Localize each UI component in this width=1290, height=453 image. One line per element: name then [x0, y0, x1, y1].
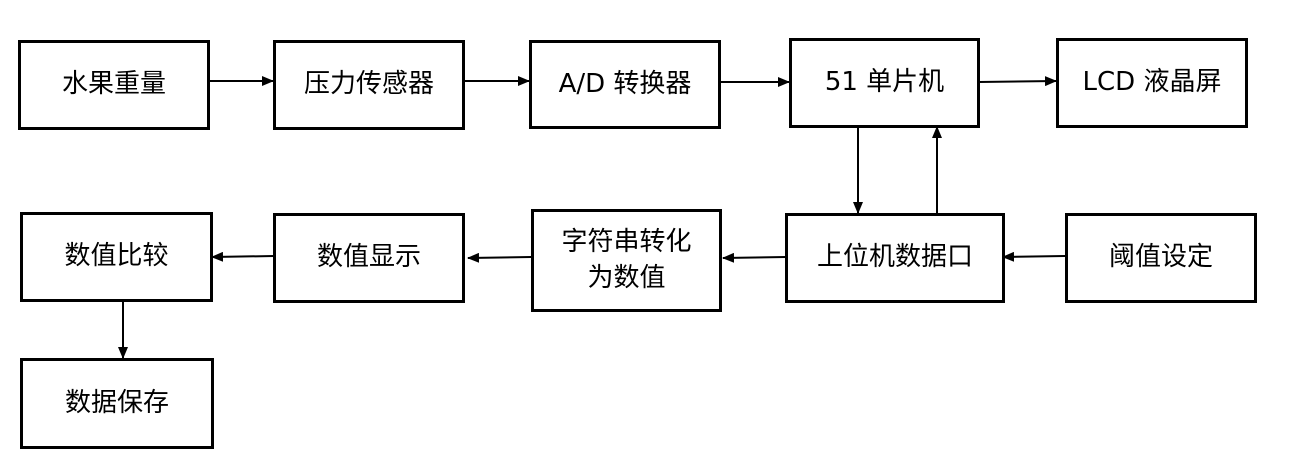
- node-string-to-value-line2: 为数值: [587, 262, 666, 293]
- node-pressure-sensor-label: 压力传感器: [303, 69, 434, 100]
- node-host-data-port-label: 上位机数据口: [816, 242, 973, 273]
- node-host-data-port: 上位机数据口: [785, 213, 1005, 303]
- node-data-save: 数据保存: [20, 358, 214, 449]
- node-mcu-51-label: 51 单片机: [824, 67, 945, 98]
- node-pressure-sensor: 压力传感器: [273, 40, 465, 130]
- node-value-display: 数值显示: [273, 213, 465, 303]
- node-threshold-setting: 阈值设定: [1065, 213, 1257, 303]
- node-lcd-screen: LCD 液晶屏: [1056, 38, 1248, 128]
- node-string-to-value-text: 字符串转化 为数值: [561, 225, 691, 295]
- edge-display-to-compare: [211, 251, 275, 262]
- node-mcu-51: 51 单片机: [789, 38, 980, 128]
- node-string-to-value: 字符串转化 为数值: [531, 209, 722, 312]
- node-value-compare: 数值比较: [20, 212, 213, 302]
- edge-mcu-to-lcd: [978, 76, 1057, 87]
- node-string-to-value-line1: 字符串转化: [561, 227, 692, 258]
- node-data-save-label: 数据保存: [64, 387, 169, 418]
- node-value-compare-label: 数值比较: [64, 241, 169, 272]
- node-lcd-screen-label: LCD 液晶屏: [1082, 67, 1222, 98]
- node-threshold-setting-label: 阈值设定: [1108, 242, 1213, 273]
- node-fruit-weight: 水果重量: [18, 40, 210, 130]
- node-fruit-weight-label: 水果重量: [61, 69, 166, 100]
- node-value-display-label: 数值显示: [316, 242, 421, 273]
- edge-threshold-to-host-port: [1002, 251, 1066, 262]
- edge-string-convert-to-display: [467, 252, 532, 263]
- edge-host-port-to-string-convert: [722, 252, 787, 263]
- node-ad-converter-label: A/D 转换器: [558, 68, 692, 99]
- node-ad-converter: A/D 转换器: [529, 40, 721, 129]
